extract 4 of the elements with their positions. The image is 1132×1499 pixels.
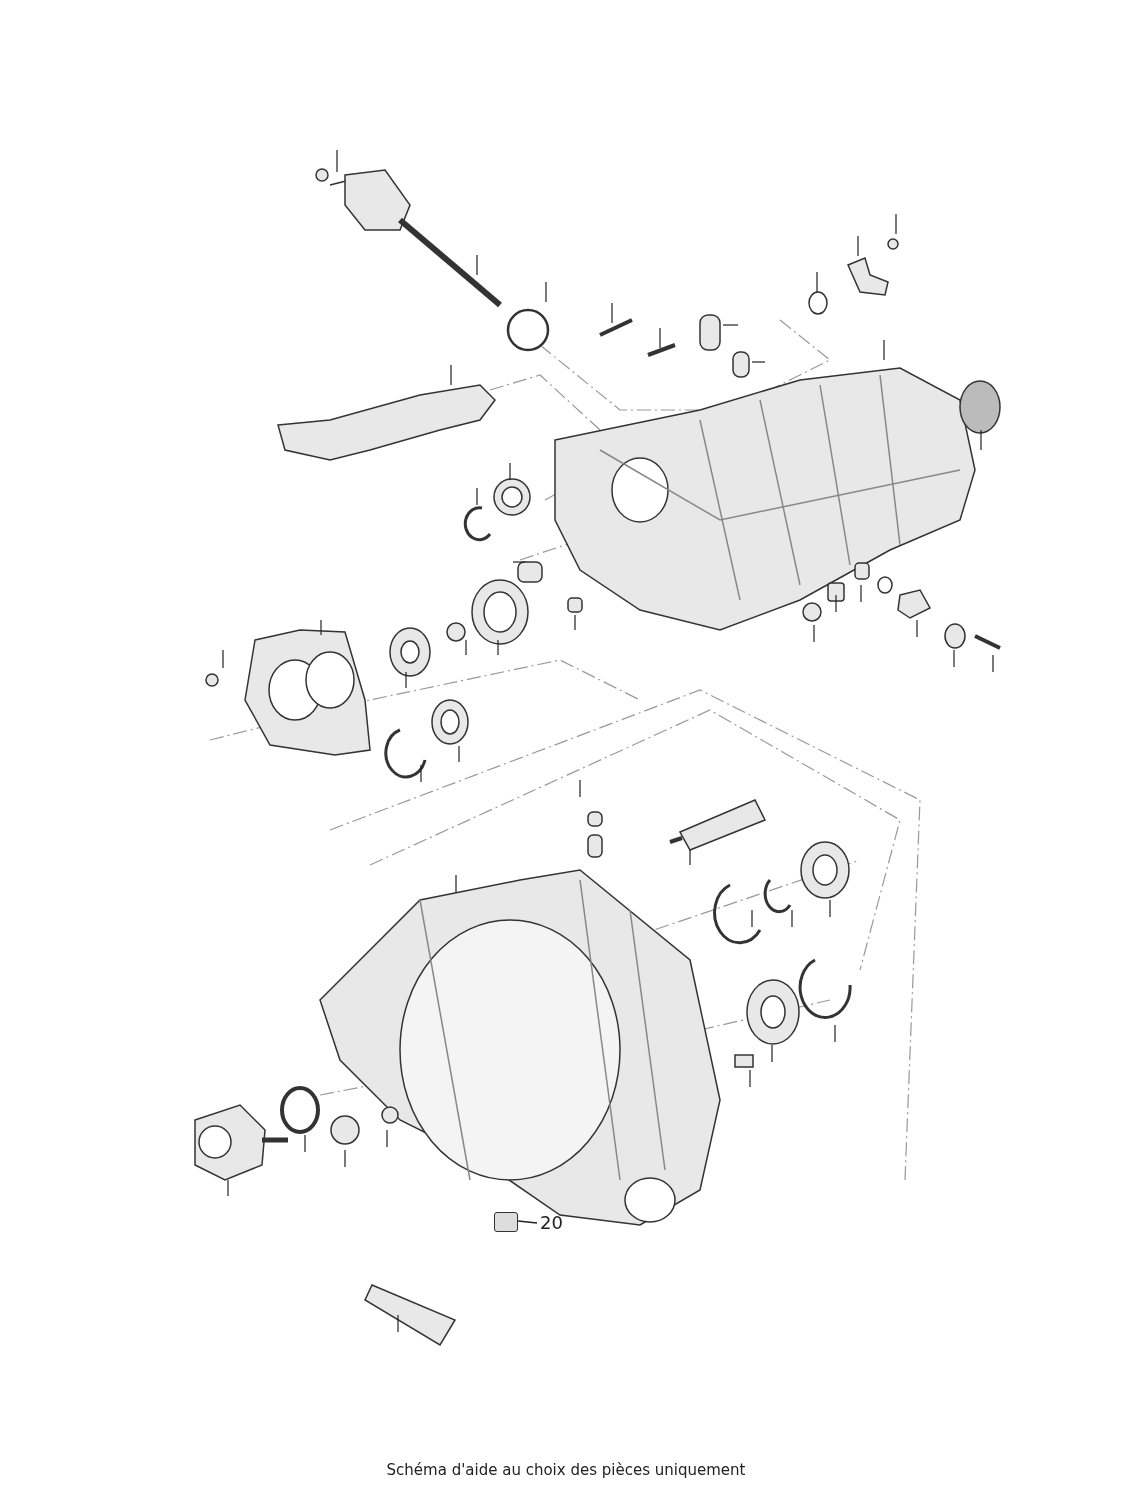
leader-line xyxy=(517,1220,538,1224)
drain-plug xyxy=(494,1212,518,1232)
caption: Schéma d'aide au choix des pièces uniquement xyxy=(386,1461,746,1479)
callout-number: 20 xyxy=(540,1212,563,1234)
